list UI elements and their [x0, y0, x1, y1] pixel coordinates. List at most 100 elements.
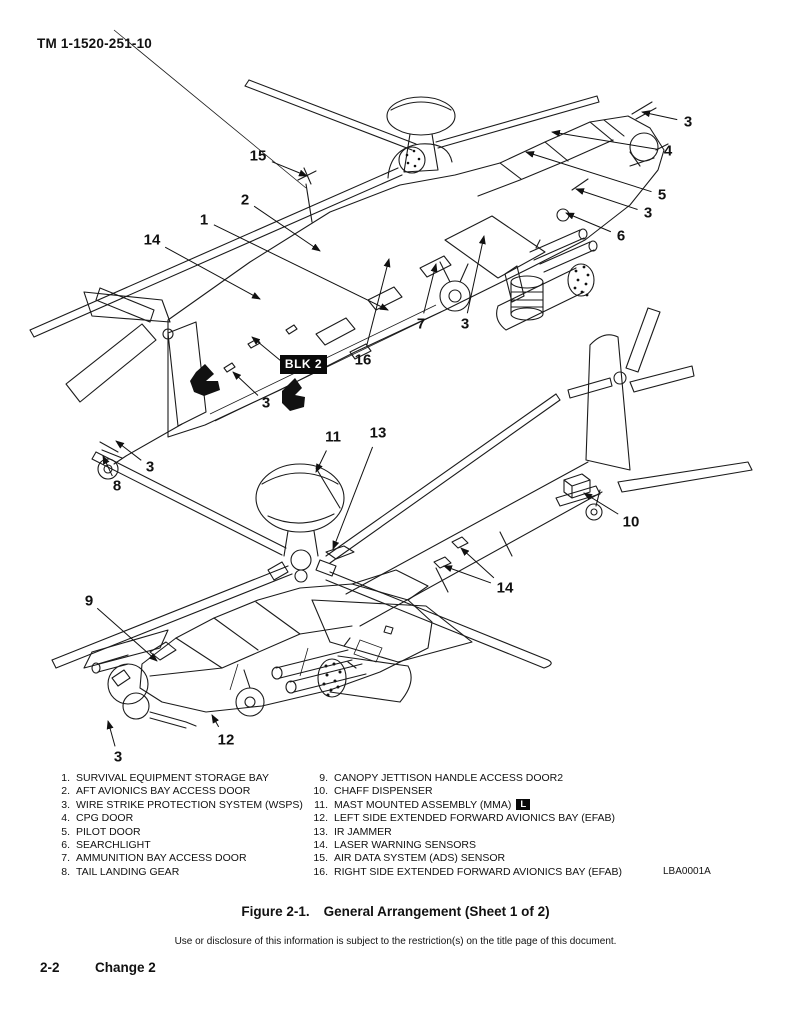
leader-line [164, 246, 261, 300]
rocket-pod-face-dots [322, 662, 342, 697]
legend-item-label: AMMUNITION BAY ACCESS DOOR [76, 852, 247, 865]
callout-label: 3 [146, 459, 154, 476]
legend-item-label: PILOT DOOR [76, 825, 141, 838]
callout-label: 3 [114, 749, 122, 766]
leader-line [106, 720, 116, 747]
pointing-hand-icon [282, 378, 305, 411]
callout-label: 13 [370, 425, 387, 442]
figure-caption: Figure 2-1.General Arrangement (Sheet 1 … [0, 904, 791, 919]
legend-item-number: 12. [313, 812, 328, 825]
callout-label: 15 [250, 148, 267, 165]
pointing-hand-icon [190, 364, 220, 396]
leader-line [271, 161, 308, 177]
callout-label: 7 [417, 316, 425, 333]
legend-item-label: MAST MOUNTED ASSEMBLY (MMA) [334, 798, 512, 811]
callout-label: 3 [644, 205, 652, 222]
callout-label: 14 [144, 232, 161, 249]
legend-item: 2. AFT AVIONICS BAY ACCESS DOOR [50, 785, 310, 798]
leader-line [332, 446, 374, 550]
page-number: 2-2 [40, 960, 60, 975]
leader-line [102, 455, 113, 477]
legend-item-label: SURVIVAL EQUIPMENT STORAGE BAY [76, 772, 269, 784]
leader-line [525, 151, 652, 193]
legend-item-label: AFT AVIONICS BAY ACCESS DOOR [76, 785, 251, 798]
legend-item-label: AIR DATA SYSTEM (ADS) SENSOR [334, 852, 506, 865]
callout-label: 5 [658, 187, 666, 204]
leader-line [641, 110, 678, 121]
legend-item-label: CANOPY JETTISON HANDLE ACCESS DOOR2 [334, 772, 564, 784]
legend-item: 3. WIRE STRIKE PROTECTION SYSTEM (WSPS) [50, 799, 310, 812]
legend-item: 16. RIGHT SIDE EXTENDED FORWARD AVIONICS … [308, 866, 648, 879]
legend-item-number: 15. [313, 852, 328, 865]
callout-label: 16 [355, 352, 372, 369]
legend-item-number: 2. [61, 785, 70, 798]
callout-label: 3 [262, 395, 270, 412]
legend-item: 15. AIR DATA SYSTEM (ADS) SENSOR [308, 852, 648, 865]
figure-title: General Arrangement (Sheet 1 of 2) [323, 904, 550, 919]
legend-item-label: LEFT SIDE EXTENDED FORWARD AVIONICS BAY … [334, 812, 616, 825]
callout-label: 1 [200, 212, 208, 229]
rocket-pod-face-dots [573, 265, 590, 297]
leader-line [366, 258, 391, 346]
callout-label: 12 [218, 732, 235, 749]
legend-item: 13.IR JAMMER [308, 826, 648, 839]
legend-item-number: 5. [61, 825, 70, 838]
callout-label: 14 [497, 580, 514, 597]
legend-item-number: 3. [61, 798, 70, 811]
legend-item-label: CHAFF DISPENSER [334, 785, 433, 798]
legend-item-label: IR JAMMER [334, 825, 392, 838]
legend-item-label: SEARCHLIGHT [76, 839, 151, 852]
tm-number: TM 1-1520-251-10 [37, 36, 153, 51]
leader-line [565, 212, 612, 233]
callout-label: 3 [461, 316, 469, 333]
legend-item: 7. AMMUNITION BAY ACCESS DOOR [50, 852, 310, 865]
legend-item: 12. LEFT SIDE EXTENDED FORWARD AVIONICS B… [308, 812, 648, 825]
legend-item: 14. LASER WARNING SENSORS [308, 839, 648, 852]
legend-item-label: TAIL LANDING GEAR [76, 865, 180, 878]
callout-label: 11 [325, 429, 341, 446]
legend-item-label: CPG DOOR [76, 812, 134, 825]
callout-label: 3 [684, 114, 692, 131]
callout-label: 10 [623, 514, 640, 531]
leader-line [232, 371, 259, 396]
legend-item: 11.MAST MOUNTED ASSEMBLY (MMA)L [308, 798, 648, 812]
callout-label: 2 [241, 192, 249, 209]
legend-item-label: LASER WARNING SENSORS [334, 839, 476, 852]
bottom-helicopter-drawing [51, 307, 753, 729]
leader-line [115, 440, 142, 461]
leader-line [466, 235, 486, 314]
leader-line [253, 205, 321, 252]
legend-item: 8.TAIL LANDING GEAR [50, 866, 310, 879]
leader-line [211, 714, 220, 728]
legend-item: 5. PILOT DOOR [50, 826, 310, 839]
legend-item: 4.CPG DOOR [50, 812, 310, 825]
leader-line [213, 224, 389, 311]
legend-item-label: WIRE STRIKE PROTECTION SYSTEM (WSPS) [76, 798, 303, 811]
legend-item-number: 14. [313, 839, 328, 852]
restriction-notice: Use or disclosure of this information is… [174, 936, 617, 947]
legend-item: 9.CANOPY JETTISON HANDLE ACCESS DOOR2 [308, 772, 648, 785]
legend-item: 6. SEARCHLIGHT [50, 839, 310, 852]
leader-line [443, 565, 492, 584]
exhaust-stipple [405, 149, 421, 168]
callout-label: 4 [664, 143, 673, 160]
change-number: Change 2 [95, 960, 156, 975]
callout-label: 6 [617, 228, 625, 245]
leader-line [583, 492, 619, 515]
callout-label: 8 [113, 478, 121, 495]
image-code: LBA0001A [663, 866, 711, 877]
legend-item: 1.SURVIVAL EQUIPMENT STORAGE BAY [50, 772, 310, 785]
legend-item-number: 16. [313, 865, 328, 878]
leader-line [460, 547, 495, 579]
leader-line [423, 263, 438, 314]
legend-item: 10.CHAFF DISPENSER [308, 785, 648, 798]
legend-item-number: 6. [61, 839, 70, 852]
blk2-configuration-badge: BLK 2 [280, 355, 327, 374]
legend-item-number: 7. [61, 852, 70, 865]
legend-item-label: RIGHT SIDE EXTENDED FORWARD AVIONICS BAY… [334, 865, 623, 878]
